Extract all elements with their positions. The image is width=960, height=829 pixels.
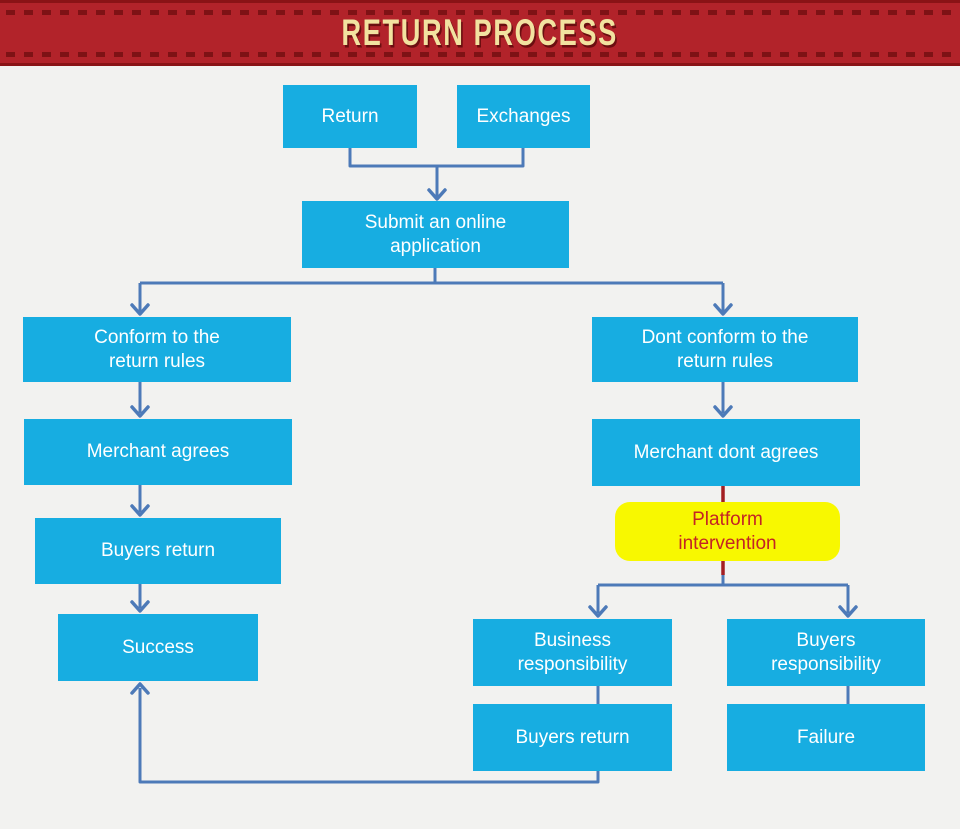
node-buyers-responsibility-label: Buyers responsibility: [771, 629, 881, 675]
connector-platform-split: [598, 574, 848, 587]
banner-dashed-line-bottom: [6, 52, 954, 57]
arrowhead-into-dontconform: [713, 303, 733, 316]
node-conform-rules: Conform to the return rules: [23, 317, 291, 382]
connector-feedback-to-success: [138, 688, 600, 784]
node-business-responsibility: Business responsibility: [473, 619, 672, 686]
arrowhead-into-merchant-dont-agrees: [713, 405, 733, 418]
node-buyers-return-right-label: Buyers return: [515, 726, 630, 748]
node-business-responsibility-label: Business responsibility: [517, 629, 628, 675]
node-buyers-return-left-label: Buyers return: [100, 540, 216, 562]
node-buyers-responsibility: Buyers responsibility: [727, 619, 925, 686]
connector-top-merge: [348, 148, 525, 168]
node-failure-label: Failure: [796, 726, 856, 748]
node-merchant-agrees-label: Merchant agrees: [86, 441, 230, 463]
arrowhead-into-buyers-return-left: [130, 504, 150, 517]
node-submit-application: Submit an online application: [302, 201, 569, 268]
banner-dashed-line-top: [6, 10, 954, 15]
node-buyers-return-right: Buyers return: [473, 704, 672, 771]
node-merchant-dont-agrees: Merchant dont agrees: [592, 419, 860, 486]
header-banner: RETURN PROCESS: [0, 0, 960, 66]
node-return: Return: [283, 85, 417, 148]
arrowhead-into-buyers-resp: [838, 605, 858, 618]
node-exchanges: Exchanges: [457, 85, 590, 148]
node-dont-conform-rules: Dont conform to the return rules: [592, 317, 858, 382]
node-conform-rules-label: Conform to the return rules: [94, 326, 220, 372]
arrowhead-into-business-resp: [588, 605, 608, 618]
node-dont-conform-rules-label: Dont conform to the return rules: [641, 326, 809, 372]
arrowhead-into-merchant-agrees: [130, 405, 150, 418]
node-submit-application-label: Submit an online application: [364, 211, 507, 257]
arrowhead-into-submit: [427, 188, 447, 201]
page-title: RETURN PROCESS: [341, 11, 619, 54]
node-return-label: Return: [321, 105, 379, 127]
connector-submit-split: [140, 268, 723, 285]
node-success-label: Success: [122, 636, 194, 658]
node-success: Success: [58, 614, 258, 681]
node-merchant-agrees: Merchant agrees: [24, 419, 292, 485]
arrowhead-into-success-bottom: [130, 682, 150, 695]
node-merchant-dont-agrees-label: Merchant dont agrees: [633, 441, 819, 463]
node-platform-intervention-label: Platform intervention: [678, 508, 777, 554]
node-platform-intervention: Platform intervention: [615, 502, 840, 561]
node-exchanges-label: Exchanges: [476, 105, 571, 127]
arrowhead-into-conform: [130, 303, 150, 316]
arrowhead-into-success-top: [130, 600, 150, 613]
node-buyers-return-left: Buyers return: [35, 518, 281, 584]
node-failure: Failure: [727, 704, 925, 771]
